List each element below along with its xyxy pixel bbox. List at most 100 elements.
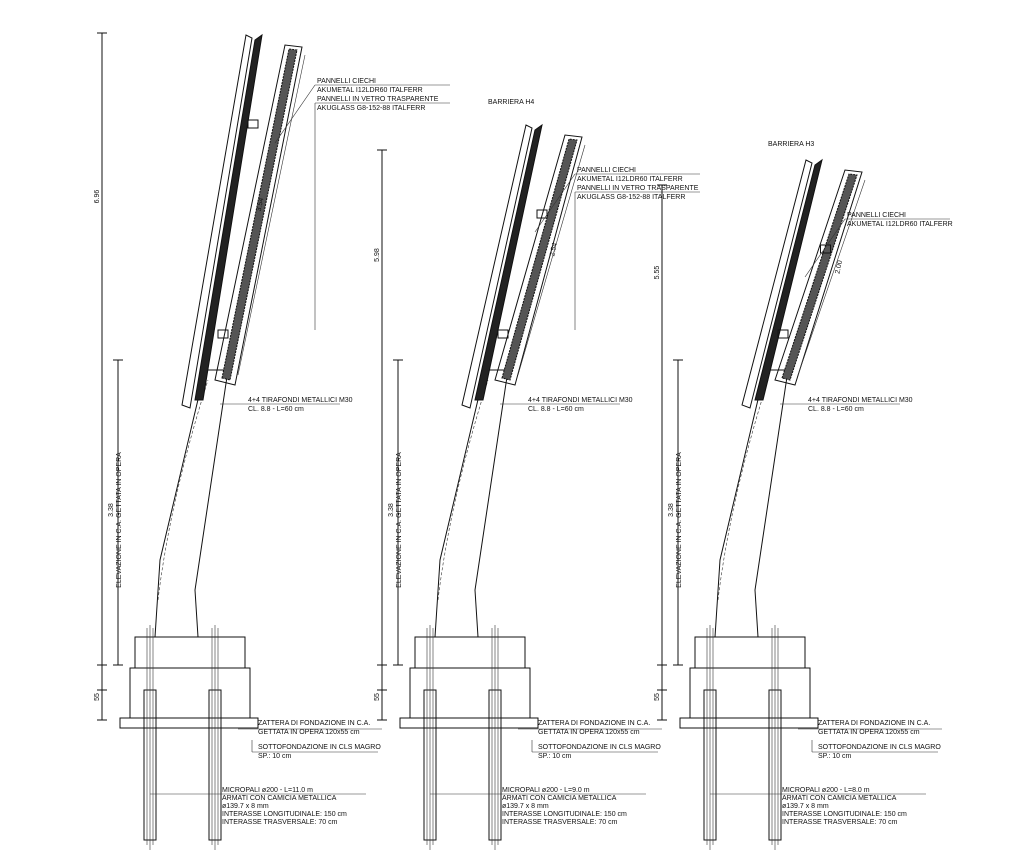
dimension-panel-height: 3.54 bbox=[256, 197, 266, 212]
steel-post bbox=[754, 158, 823, 401]
bracket bbox=[777, 329, 789, 339]
foundation-raft bbox=[689, 667, 811, 719]
panel-infill bbox=[781, 173, 858, 381]
dimension-foundation-height: 55 bbox=[654, 693, 661, 701]
section-title: BARRIERA H4 bbox=[488, 99, 534, 106]
raft-label: ZATTERA DI FONDAZIONE IN C.A. bbox=[538, 720, 650, 727]
micropile-spec: INTERASSE LONGITUDINALE: 150 cm bbox=[782, 811, 907, 818]
section-title: BARRIERA H3 bbox=[768, 141, 814, 148]
panel-label-title: PANNELLI CIECHI bbox=[847, 212, 906, 219]
barrier-section-3: BARRIERA H3 5.55 3.38 55 ELEVAZIONE IN C.A. … bbox=[654, 141, 953, 850]
wall-stem bbox=[434, 369, 509, 638]
raft-label: ZATTERA DI FONDAZIONE IN C.A. bbox=[818, 720, 930, 727]
panel-infill bbox=[221, 48, 298, 381]
micropile-spec: MICROPALI ø200 - L=9.0 m bbox=[502, 787, 590, 794]
panel-label-spec: AKUGLASS G8-152-88 ITALFERR bbox=[577, 194, 685, 201]
panel-label-title: PANNELLI IN VETRO TRASPARENTE bbox=[317, 96, 439, 103]
barrier-panel bbox=[494, 134, 583, 386]
anchors-label: 4+4 TIRAFONDI METALLICI M30 bbox=[808, 397, 913, 404]
barrier-panel bbox=[774, 169, 863, 386]
outer-rail bbox=[741, 159, 813, 409]
micropile-spec: ARMATI CON CAMICIA METALLICA bbox=[502, 795, 617, 802]
dimension-wall-height: 3.38 bbox=[388, 503, 395, 517]
foundation-raft bbox=[409, 667, 531, 719]
micropile-spec: MICROPALI ø200 - L=8.0 m bbox=[782, 787, 870, 794]
anchors-label: 4+4 TIRAFONDI METALLICI M30 bbox=[248, 397, 353, 404]
subbase-label: SOTTOFONDAZIONE IN CLS MAGRO bbox=[818, 744, 941, 751]
panel-label-spec: AKUMETAL I12LDR60 ITALFERR bbox=[577, 176, 683, 183]
micropile-spec: ARMATI CON CAMICIA METALLICA bbox=[782, 795, 897, 802]
raft-spec: GETTATA IN OPERA 120x55 cm bbox=[818, 729, 920, 736]
micropile-spec: INTERASSE TRASVERSALE: 70 cm bbox=[782, 819, 898, 826]
foundation-raft bbox=[129, 667, 251, 719]
dimension-foundation-height: 55 bbox=[374, 693, 381, 701]
elevation-label: ELEVAZIONE IN C.A. GETTATA IN OPERA bbox=[396, 452, 403, 588]
subbase-label: SOTTOFONDAZIONE IN CLS MAGRO bbox=[538, 744, 661, 751]
micropile-spec: ø139.7 x 8 mm bbox=[782, 803, 829, 810]
dimension-wall-height: 3.38 bbox=[108, 503, 115, 517]
foundation-subbase bbox=[679, 717, 819, 729]
panel-label-spec: AKUGLASS G8-152-88 ITALFERR bbox=[317, 105, 425, 112]
dimension-line-panel bbox=[237, 54, 306, 376]
leader-line bbox=[274, 84, 316, 144]
anchors-spec: CL. 8.8 - L=60 cm bbox=[528, 406, 584, 413]
subbase-spec: SP.: 10 cm bbox=[818, 753, 852, 760]
panel-label-title: PANNELLI IN VETRO TRASPARENTE bbox=[577, 185, 699, 192]
foundation-subbase bbox=[399, 717, 539, 729]
subbase-spec: SP.: 10 cm bbox=[258, 753, 292, 760]
barrier-section-2: BARRIERA H4 5.98 3.38 55 ELEVAZIONE IN C.A. … bbox=[374, 99, 700, 850]
foundation-cap bbox=[694, 636, 806, 669]
foundation-cap bbox=[134, 636, 246, 669]
wall-reinforcement bbox=[157, 379, 209, 601]
dimension-foundation-height: 55 bbox=[94, 693, 101, 701]
raft-spec: GETTATA IN OPERA 120x55 cm bbox=[258, 729, 360, 736]
leader-line bbox=[804, 218, 846, 278]
wall-stem bbox=[154, 369, 229, 638]
bracket bbox=[536, 209, 548, 219]
barrier-section-1: 6.96 3.38 55 ELEVAZIONE IN C.A. GETTATA IN … bbox=[94, 32, 450, 850]
micropile-spec: ARMATI CON CAMICIA METALLICA bbox=[222, 795, 337, 802]
wall-reinforcement bbox=[717, 379, 769, 601]
dimension-wall-height: 3.38 bbox=[668, 503, 675, 517]
micropile-spec: INTERASSE LONGITUDINALE: 150 cm bbox=[222, 811, 347, 818]
micropile-spec: INTERASSE TRASVERSALE: 70 cm bbox=[502, 819, 618, 826]
dimension-panel-height: 2.54 bbox=[549, 242, 559, 257]
steel-post bbox=[194, 33, 263, 401]
wall-reinforcement bbox=[437, 379, 489, 601]
dimension-panel-height: 2.00 bbox=[834, 260, 844, 275]
dimension-total-height: 6.96 bbox=[94, 190, 101, 204]
barrier-panel bbox=[214, 44, 303, 386]
foundation-subbase bbox=[119, 717, 259, 729]
subbase-spec: SP.: 10 cm bbox=[538, 753, 572, 760]
micropile-spec: INTERASSE LONGITUDINALE: 150 cm bbox=[502, 811, 627, 818]
anchors-spec: CL. 8.8 - L=60 cm bbox=[808, 406, 864, 413]
panel-label-title: PANNELLI CIECHI bbox=[317, 78, 376, 85]
panel-infill bbox=[501, 138, 578, 381]
bracket bbox=[820, 244, 831, 254]
micropile-spec: ø139.7 x 8 mm bbox=[502, 803, 549, 810]
micropile-spec: ø139.7 x 8 mm bbox=[222, 803, 269, 810]
micropile-spec: INTERASSE TRASVERSALE: 70 cm bbox=[222, 819, 338, 826]
bracket bbox=[497, 329, 509, 339]
dimension-total-height: 5.55 bbox=[654, 266, 661, 280]
outer-rail bbox=[461, 124, 533, 409]
dimension-line-panel bbox=[797, 179, 866, 376]
anchors-spec: CL. 8.8 - L=60 cm bbox=[248, 406, 304, 413]
panel-label-spec: AKUMETAL I12LDR60 ITALFERR bbox=[847, 221, 953, 228]
anchors-label: 4+4 TIRAFONDI METALLICI M30 bbox=[528, 397, 633, 404]
wall-stem bbox=[714, 369, 789, 638]
dimension-total-height: 5.98 bbox=[374, 248, 381, 262]
raft-spec: GETTATA IN OPERA 120x55 cm bbox=[538, 729, 640, 736]
subbase-label: SOTTOFONDAZIONE IN CLS MAGRO bbox=[258, 744, 381, 751]
dimension-line-panel bbox=[517, 144, 586, 376]
outer-rail bbox=[181, 34, 253, 409]
panel-label-spec: AKUMETAL I12LDR60 ITALFERR bbox=[317, 87, 423, 94]
elevation-label: ELEVAZIONE IN C.A. GETTATA IN OPERA bbox=[116, 452, 123, 588]
raft-label: ZATTERA DI FONDAZIONE IN C.A. bbox=[258, 720, 370, 727]
micropile-spec: MICROPALI ø200 - L=11.0 m bbox=[222, 787, 313, 794]
foundation-cap bbox=[414, 636, 526, 669]
steel-post bbox=[474, 123, 543, 401]
elevation-label: ELEVAZIONE IN C.A. GETTATA IN OPERA bbox=[676, 452, 683, 588]
